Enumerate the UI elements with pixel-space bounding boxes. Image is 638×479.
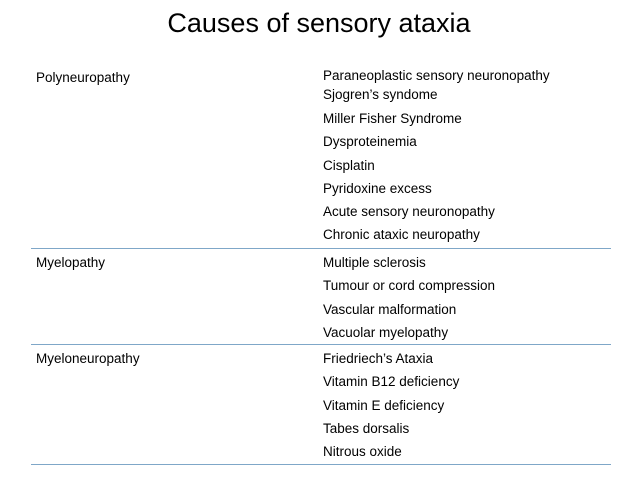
cause-item: Pyridoxine excess <box>323 180 432 196</box>
causes-cell: Multiple sclerosis Tumour or cord compre… <box>323 247 611 345</box>
cause-item: Tumour or cord compression <box>323 278 496 294</box>
category-cell: Myelopathy <box>31 247 323 345</box>
cause-item: Friedriech’s Ataxia <box>323 351 434 367</box>
category-cell: Myeloneuropathy <box>31 344 323 465</box>
cause-item: Multiple sclerosis <box>323 255 426 270</box>
causes-table: Polyneuropathy Paraneoplastic sensory ne… <box>31 62 611 465</box>
cause-item: Cisplatin <box>323 157 375 173</box>
cause-item: Vacuolar myelopathy <box>323 324 449 340</box>
causes-cell: Paraneoplastic sensory neuronopathy Sjog… <box>323 62 611 249</box>
slide-title: Causes of sensory ataxia <box>167 8 471 38</box>
cause-item: Acute sensory neuronopathy <box>323 204 495 220</box>
cause-item: Sjogren’s syndome <box>323 87 438 102</box>
cause-item: Nitrous oxide <box>323 444 402 460</box>
table-row: Myeloneuropathy Friedriech’s Ataxia Vita… <box>31 344 611 465</box>
category-cell: Polyneuropathy <box>36 70 130 85</box>
cause-item: Paraneoplastic sensory neuronopathy <box>323 68 550 83</box>
causes-cell: Friedriech’s Ataxia Vitamin B12 deficien… <box>323 344 611 465</box>
cause-item: Dysproteinemia <box>323 134 417 150</box>
cause-item: Tabes dorsalis <box>323 421 410 437</box>
cause-item: Vitamin E deficiency <box>323 397 445 413</box>
table-row: Polyneuropathy Paraneoplastic sensory ne… <box>31 62 611 249</box>
table-row: Myelopathy Multiple sclerosis Tumour or … <box>31 247 611 345</box>
cause-item: Vascular malformation <box>323 301 457 317</box>
cause-item: Vitamin B12 deficiency <box>323 374 460 390</box>
cause-item: Miller Fisher Syndrome <box>323 111 462 126</box>
cause-item: Chronic ataxic neuropathy <box>323 227 480 243</box>
